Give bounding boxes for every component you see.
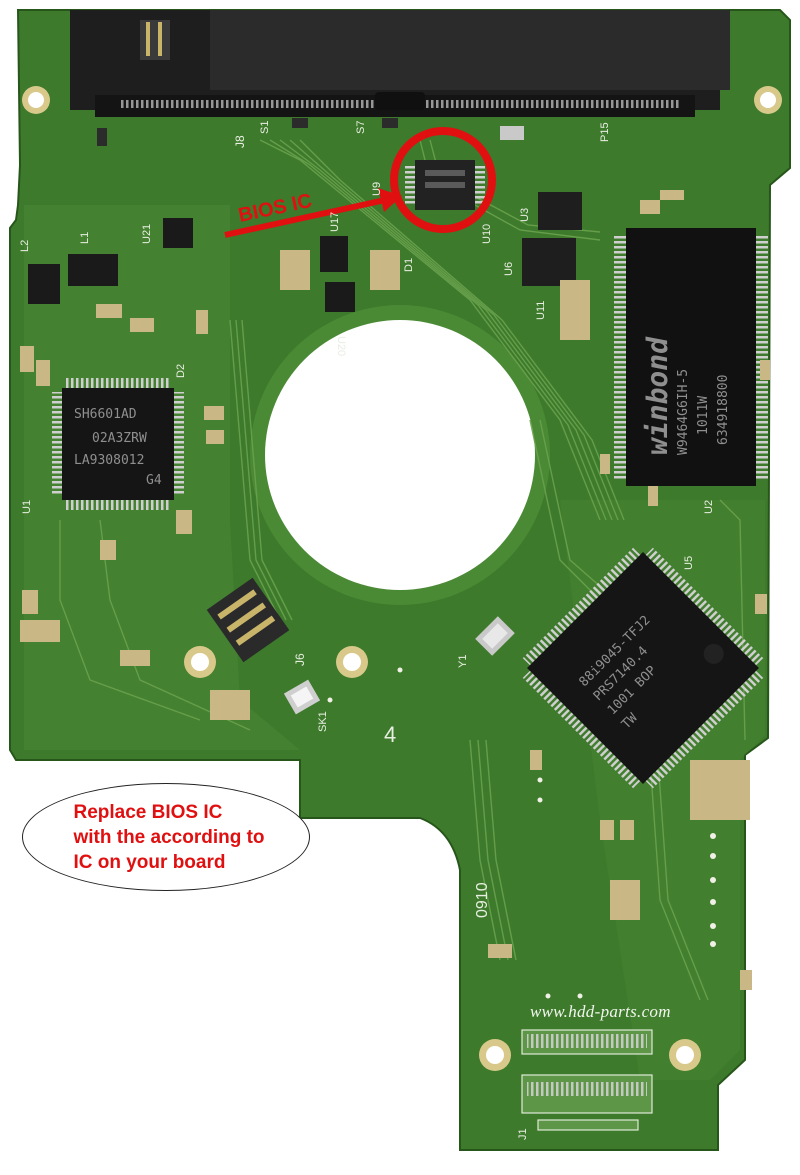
silkscreen-d1: D1: [403, 258, 415, 272]
silkscreen-u20: U20: [335, 336, 347, 356]
controller-chip-line3: LA9308012: [74, 453, 144, 468]
mounting-hole: [336, 646, 368, 678]
silkscreen-j6: J6: [293, 653, 307, 666]
crystal-oscillator: [475, 616, 515, 656]
silkscreen-s7: S7: [355, 121, 367, 134]
controller-chip-line4: G4: [146, 473, 162, 488]
silkscreen-sk1: SK1: [317, 711, 329, 732]
silkscreen-s1: S1: [259, 121, 271, 134]
ram-chip: winbond W9464G6IH-5 1011W 634918800: [614, 228, 768, 486]
mounting-hole: [22, 86, 50, 114]
mounting-hole: [754, 86, 782, 114]
silkscreen-p15: P15: [599, 122, 611, 142]
mounting-hole: [669, 1039, 701, 1071]
watermark-text: www.hdd-parts.com: [530, 1002, 671, 1021]
ram-chip-code: 1011W: [696, 396, 711, 435]
silkscreen-date-code: 0910: [474, 882, 491, 918]
instruction-note: Replace BIOS IC with the according to IC…: [22, 783, 310, 891]
smd-components: [20, 118, 770, 990]
inductor-l2: [28, 264, 60, 304]
head-connector-pads: [521, 1029, 653, 1131]
instruction-note-text: Replace BIOS IC with the according to IC…: [67, 800, 264, 875]
silkscreen-l1: L1: [79, 232, 91, 244]
instruction-note-line: with the according to: [73, 826, 265, 848]
mounting-hole: [479, 1039, 511, 1071]
instruction-note-line: Replace BIOS IC: [73, 801, 223, 823]
silkscreen-u17: U17: [329, 212, 341, 232]
silkscreen-u1: U1: [21, 500, 33, 514]
spindle-hole: [265, 320, 535, 590]
mosfet-u21: [163, 218, 193, 248]
silkscreen-u2: U2: [703, 500, 715, 514]
small-ic-u20: [325, 282, 355, 312]
controller-chip: SH6601AD 02A3ZRW LA9308012 G4: [52, 378, 184, 510]
silkscreen-u9: U9: [371, 182, 383, 196]
ram-chip-serial: 634918800: [716, 375, 731, 445]
motor-connector: [206, 577, 290, 663]
small-ic-u17: [320, 236, 348, 272]
silkscreen-u6: U6: [503, 262, 515, 276]
silkscreen-d2: D2: [175, 364, 187, 378]
small-ic-u6: [522, 238, 576, 286]
main-soc-chip: 88i9045-TFJ2 PRS7140.4 1001 BOP TW: [522, 547, 764, 789]
sata-connector: [70, 10, 730, 117]
silkscreen-u3: U3: [519, 208, 531, 222]
bios-arrow: [224, 188, 402, 238]
silkscreen-u5: U5: [683, 556, 695, 570]
instruction-note-line: IC on your board: [73, 851, 226, 873]
silkscreen-j1: J1: [517, 1128, 529, 1140]
bios-highlight-circle: [390, 127, 496, 233]
silkscreen-j8: J8: [233, 135, 247, 148]
silkscreen-u21: U21: [141, 224, 153, 244]
ram-chip-brand: winbond: [641, 336, 674, 455]
silkscreen-y1: Y1: [457, 655, 469, 668]
silkscreen-l2: L2: [19, 240, 31, 252]
silkscreen-number: 4: [384, 722, 396, 747]
controller-chip-line1: SH6601AD: [74, 407, 137, 422]
mounting-hole: [184, 646, 216, 678]
silkscreen-u11: U11: [535, 301, 547, 320]
silkscreen-u10: U10: [481, 224, 493, 244]
ram-chip-part: W9464G6IH-5: [676, 369, 691, 455]
shock-sensor: [283, 679, 321, 715]
controller-chip-line2: 02A3ZRW: [92, 431, 147, 446]
test-points: [327, 667, 716, 999]
inductor-l1: [68, 254, 118, 286]
small-ic-u3: [538, 192, 582, 230]
instruction-note-ellipse: [22, 783, 310, 891]
bios-chip: [405, 160, 485, 210]
